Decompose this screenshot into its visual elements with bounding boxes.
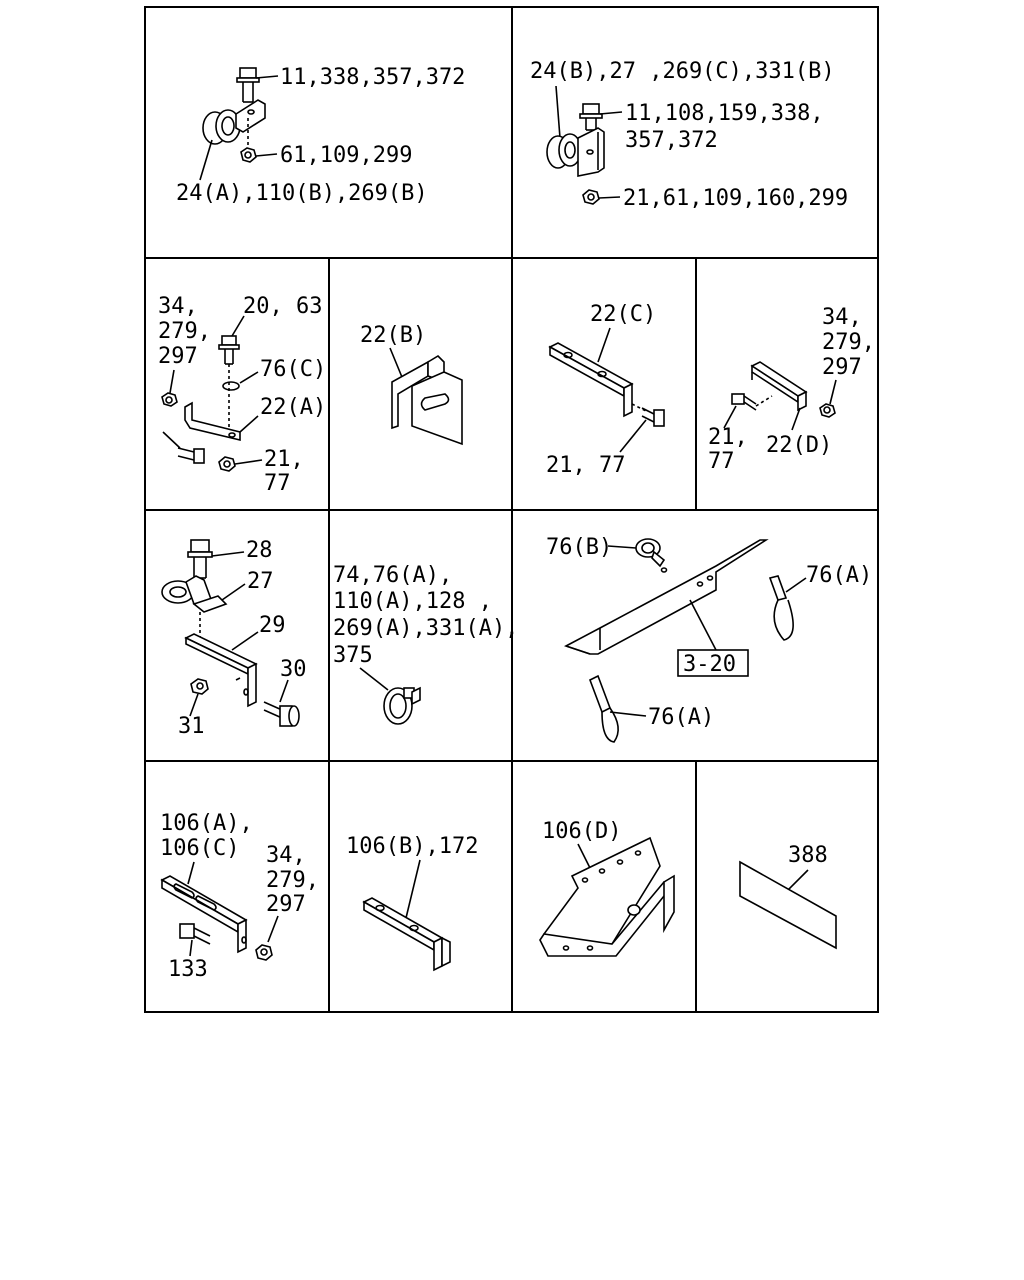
label-bolt-refs-b2: 357,372 [625,128,718,153]
label-c6-4: 21, [708,425,748,450]
clamp-drawing [161,575,228,613]
bolt-drawing [218,335,240,365]
label-c10-3: 34, [266,843,306,868]
cell-bracket-106b: 106(B),172 [346,834,478,972]
cell-clamp-a: 11,338,357,372 61,109,299 24(A),110(B),2… [176,65,465,206]
label-c4-1: 22(B) [360,323,426,348]
nut-drawing [161,392,178,407]
nut-drawing [240,118,257,163]
label-c5-1: 22(C) [590,302,656,327]
cell-bracket-22b: 22(B) [360,323,463,446]
diagram-grid [144,6,879,1013]
clip-drawing [222,381,240,391]
label-c3-4: 20, 63 [243,294,322,319]
nut-drawing [190,678,209,695]
label-c10-4: 279, [266,868,319,893]
label-bolt-refs-b1: 11,108,159,338, [625,101,824,126]
label-c7-3: 29 [259,613,286,638]
label-nut-refs: 61,109,299 [280,143,412,168]
bolt-drawing [731,393,757,411]
label-c7-2: 27 [247,569,274,594]
harness-drawing [563,539,769,655]
label-c9-3: 3-20 [683,652,736,677]
label-c9-1: 76(B) [546,535,612,560]
nut-drawing [218,456,236,472]
label-c3-2: 279, [158,319,211,344]
label-c8-4: 375 [333,643,373,668]
cell-bracket-106a: 106(A), 106(C) 34, 279, 297 133 [160,811,319,982]
label-c10-2: 106(C) [160,836,239,861]
label-c7-4: 30 [280,657,307,682]
label-c7-5: 31 [178,714,205,739]
label-c13-1: 388 [788,843,828,868]
label-c6-5: 77 [708,449,735,474]
label-c5-2: 21, 77 [546,453,625,478]
label-c11-1: 106(B),172 [346,834,478,859]
nut-drawing [582,189,600,205]
nut-drawing [255,944,273,961]
bolt-drawing [631,403,665,427]
cell-bracket-22a: 34, 279, 297 20, 63 76(C) 22(A) [158,294,326,496]
label-plate-drawing [739,860,837,950]
bracket-drawing [539,836,675,957]
label-bolt-refs: 11,338,357,372 [280,65,465,90]
label-c6-1: 34, [822,305,862,330]
label-clamp-b-refs: 24(B),27 ,269(C),331(B) [530,59,835,84]
bracket-drawing [750,361,808,412]
label-c10-5: 297 [266,892,306,917]
bracket-drawing [548,342,634,418]
bracket-drawing [184,401,241,442]
bracket-drawing [184,633,258,708]
label-c9-4: 76(A) [648,705,714,730]
bolt-drawing [579,103,603,131]
tie-loop-drawing [588,674,619,743]
cell-harness: 76(B) 3-20 76(A) 76(A) [546,535,872,743]
clamp-drawing [202,99,266,145]
bracket-drawing [391,354,463,446]
cell-bracket-22c: 22(C) 21, 77 [546,302,665,478]
label-c3-6: 22(A) [260,395,326,420]
ref-box-3-20 [677,649,749,677]
bolt-drawing [263,701,300,727]
label-c9-2: 76(A) [806,563,872,588]
label-nut-refs-b: 21,61,109,160,299 [623,186,848,211]
label-c3-7: 21, [264,447,304,472]
tie-loop-drawing [768,575,794,641]
nut-drawing [819,403,836,418]
cell-label-388: 388 [739,843,837,950]
clamp-drawing [546,127,605,177]
label-c8-1: 74,76(A), [333,563,452,588]
cable-tie-drawing [383,686,421,725]
label-c3-8: 77 [264,471,291,496]
label-c6-6: 22(D) [766,433,832,458]
label-c10-6: 133 [168,957,208,982]
label-c3-1: 34, [158,294,198,319]
label-c8-3: 269(A),331(A), [333,616,518,641]
bolt-drawing [177,447,205,464]
bracket-drawing [160,875,248,954]
bolt-drawing [187,539,213,579]
label-c10-1: 106(A), [160,811,253,836]
label-c6-2: 279, [822,330,875,355]
label-c3-3: 297 [158,344,198,369]
label-c8-2: 110(A),128 , [333,589,492,614]
cell-bracket-22d: 34, 279, 297 21, 77 22(D) [708,305,875,474]
clip-drawing [635,538,666,568]
label-c12-1: 106(D) [542,819,621,844]
label-clamp-refs: 24(A),110(B),269(B) [176,181,428,206]
bolt-drawing [179,923,211,945]
cell-clamp-bracket: 28 27 29 31 30 [161,538,307,739]
label-c7-1: 28 [246,538,273,563]
label-c6-3: 297 [822,355,862,380]
cell-bracket-106d: 106(D) [539,819,675,957]
cell-cable-tie: 74,76(A), 110(A),128 , 269(A),331(A), 37… [333,563,518,725]
cell-clamp-b: 24(B),27 ,269(C),331(B) 11,108,159,338, … [530,59,848,211]
bolt-drawing [236,67,260,103]
bracket-drawing [362,897,451,972]
label-c3-5: 76(C) [260,357,326,382]
